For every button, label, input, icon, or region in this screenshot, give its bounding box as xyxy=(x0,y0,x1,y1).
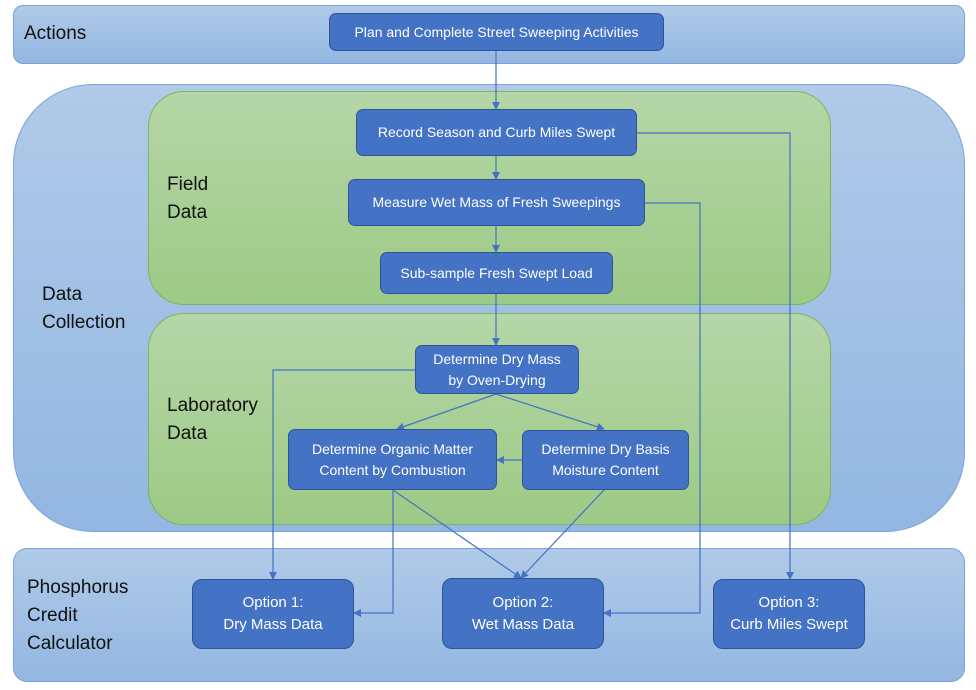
node-determine-dry-mass[interactable]: Determine Dry Mass by Oven-Drying xyxy=(415,345,579,394)
group-label-laboratory-data: Laboratory Data xyxy=(167,395,258,444)
node-option1-dry-mass-data[interactable]: Option 1: Dry Mass Data xyxy=(192,579,354,649)
lane-label-actions: Actions xyxy=(24,23,87,44)
node-measure-wet-mass[interactable]: Measure Wet Mass of Fresh Sweepings xyxy=(348,179,645,226)
node-record-season-curb-miles[interactable]: Record Season and Curb Miles Swept xyxy=(356,109,637,156)
node-option3-curb-miles-swept[interactable]: Option 3: Curb Miles Swept xyxy=(713,579,865,649)
node-determine-moisture-content[interactable]: Determine Dry Basis Moisture Content xyxy=(522,430,689,490)
node-plan-street-sweeping[interactable]: Plan and Complete Street Sweeping Activi… xyxy=(329,13,664,51)
node-subsample-swept-load[interactable]: Sub-sample Fresh Swept Load xyxy=(380,252,613,294)
lane-label-data-collection: Data Collection xyxy=(42,284,126,333)
lane-label-phosphorus-credit-calculator: Phosphorus Credit Calculator xyxy=(27,577,129,654)
node-option2-wet-mass-data[interactable]: Option 2: Wet Mass Data xyxy=(442,578,604,649)
node-determine-organic-matter[interactable]: Determine Organic Matter Content by Comb… xyxy=(288,429,497,490)
group-label-field-data: Field Data xyxy=(167,174,209,223)
